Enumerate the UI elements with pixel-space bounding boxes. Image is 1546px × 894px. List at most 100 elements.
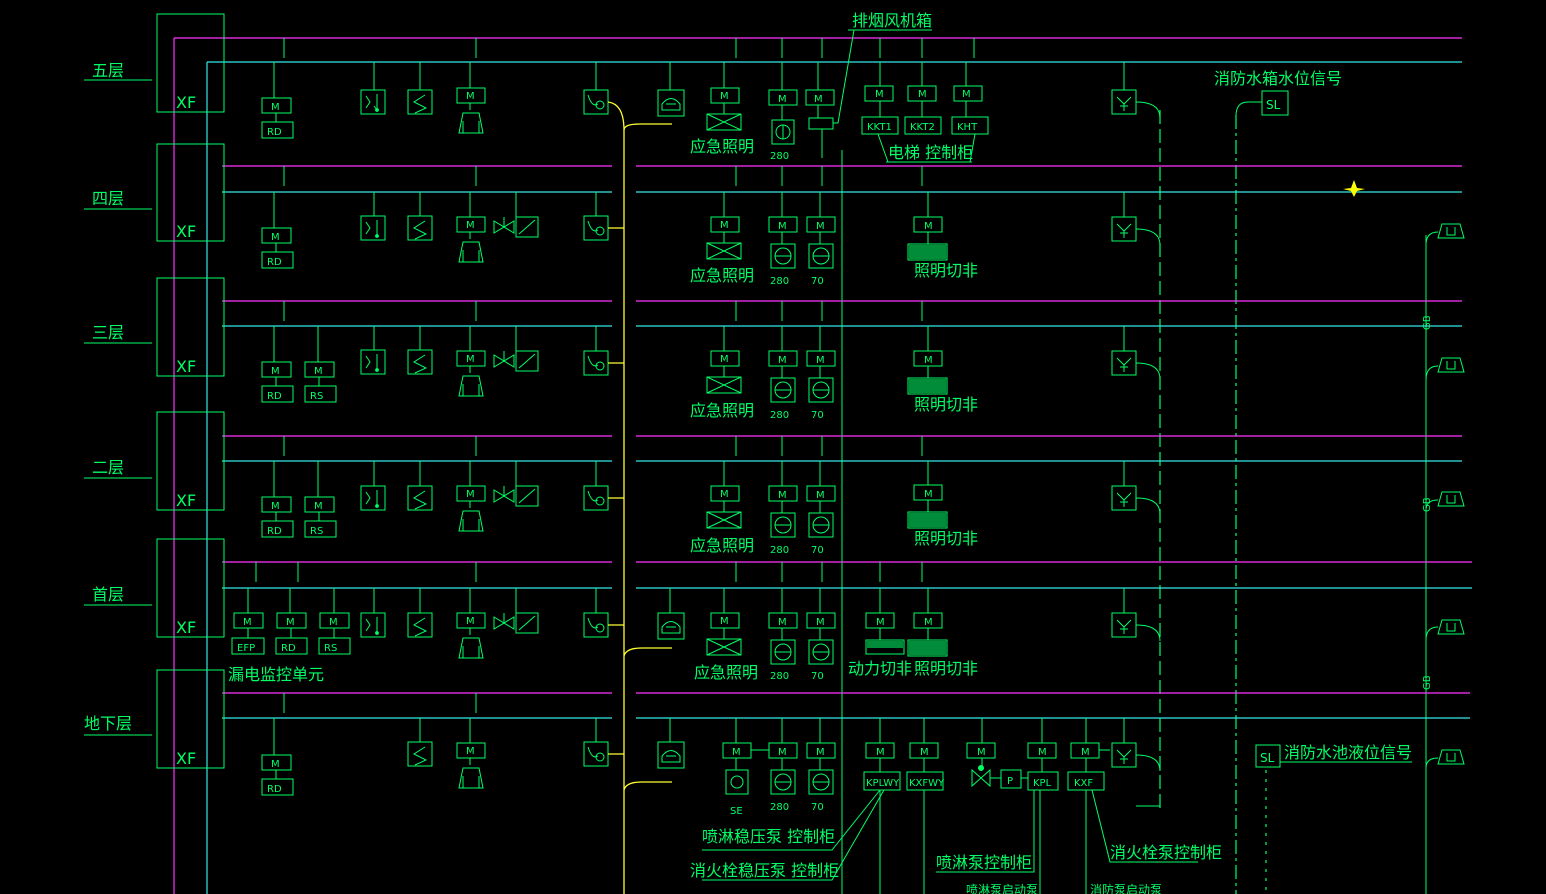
svg-text:M: M <box>732 747 741 758</box>
rd-module-4f: MRD <box>261 227 294 269</box>
svg-text:280: 280 <box>770 802 789 813</box>
drop-lines <box>247 38 1125 755</box>
alarm-bell-icon <box>456 87 486 789</box>
svg-text:M: M <box>720 616 729 627</box>
hydrant-wiring <box>607 101 672 791</box>
pump-m-labels: M M M M M <box>876 747 1090 758</box>
svg-text:70: 70 <box>811 276 824 287</box>
svg-text:GB: GB <box>1422 675 1433 690</box>
right-column: SL SL 消防水箱水位信号 消防水池液位信号 GB GB GB <box>1111 69 1465 807</box>
svg-text:M: M <box>816 221 825 232</box>
svg-text:RS: RS <box>324 643 337 654</box>
svg-text:280: 280 <box>770 410 789 421</box>
rd-module-1f: MRD <box>275 612 308 655</box>
xf-panel-2f: XF <box>156 411 225 511</box>
spray-pump-label: 喷淋泵控制柜 <box>936 853 1032 872</box>
rs-module-2f: MRS <box>304 496 337 538</box>
svg-text:M: M <box>720 91 729 102</box>
floor-label-2f: 二层 <box>84 458 152 479</box>
svg-text:280: 280 <box>770 151 789 162</box>
floor-labels: 五层 四层 三层 二层 首层 地下层 <box>84 61 152 736</box>
svg-text:SL: SL <box>1260 751 1275 765</box>
svg-text:M: M <box>778 221 787 232</box>
floor-label-5f: 五层 <box>84 61 152 81</box>
svg-text:M: M <box>466 616 475 627</box>
xf-panel-4f: XF <box>156 143 225 242</box>
svg-text:M: M <box>271 759 280 770</box>
emergency-light-label-4f: 应急照明 <box>690 266 754 285</box>
power-cut-label: 动力切非 <box>848 659 912 678</box>
svg-text:M: M <box>243 617 252 628</box>
svg-text:M: M <box>876 747 885 758</box>
smoke-fan-box-label: 排烟风机箱 <box>852 11 932 30</box>
svg-text:M: M <box>924 355 933 366</box>
svg-text:KHT: KHT <box>957 122 978 133</box>
svg-text:M: M <box>924 221 933 232</box>
svg-text:M: M <box>814 94 823 105</box>
svg-text:M: M <box>816 355 825 366</box>
svg-text:XF: XF <box>176 618 196 637</box>
floor-label-3f: 三层 <box>84 323 152 344</box>
svg-text:XF: XF <box>176 222 196 241</box>
hydrant-pump-label: 消火栓泵控制柜 <box>1110 843 1222 862</box>
bus-lines <box>174 37 1472 719</box>
rs-module-3f: MRS <box>304 361 337 403</box>
svg-text:二层: 二层 <box>92 458 124 477</box>
emergency-light-label-2f: 应急照明 <box>690 536 754 555</box>
svg-text:M: M <box>1081 747 1090 758</box>
pump-controls: M M M M M KPLWY KXFWY P KPL KXF 喷淋稳压泵 控制… <box>690 742 1222 894</box>
svg-text:RD: RD <box>267 526 282 537</box>
floor-label-4f: 四层 <box>84 189 152 210</box>
telephone-icon <box>657 89 685 769</box>
svg-text:M: M <box>466 220 475 231</box>
svg-text:XF: XF <box>176 357 196 376</box>
emergency-light-label-3f: 应急照明 <box>690 401 754 420</box>
rd-module-b1: MRD <box>261 754 294 796</box>
svg-text:M: M <box>329 617 338 628</box>
svg-text:RS: RS <box>310 391 323 402</box>
emergency-light-label-1f: 应急照明 <box>694 663 758 682</box>
emergency-lighting-column: M M M M M 应急照明 应急照明 应急照明 应急照明 应急照明 <box>690 87 758 682</box>
svg-text:M: M <box>271 501 280 512</box>
tank-level-signal-label: 消防水箱水位信号 <box>1214 69 1342 88</box>
svg-text:XF: XF <box>176 491 196 510</box>
spray-start-label: 喷淋泵启动泵 <box>966 883 1038 894</box>
svg-text:RD: RD <box>281 643 296 654</box>
xf-panel-b1: XF <box>156 669 225 769</box>
svg-text:280: 280 <box>770 545 789 556</box>
svg-text:KXF: KXF <box>1074 778 1093 789</box>
svg-text:M: M <box>466 489 475 500</box>
xf-panels: XF XF XF XF XF XF <box>156 13 225 769</box>
svg-text:M: M <box>875 89 884 100</box>
svg-text:KXFWY: KXFWY <box>909 778 945 789</box>
svg-text:M: M <box>816 617 825 628</box>
manual-alarm-button-icon <box>360 89 386 638</box>
svg-text:70: 70 <box>811 671 824 682</box>
svg-text:M: M <box>314 501 323 512</box>
svg-text:M: M <box>778 355 787 366</box>
leakage-unit-label: 漏电监控单元 <box>228 665 324 684</box>
svg-text:M: M <box>876 617 885 628</box>
svg-text:M: M <box>271 366 280 377</box>
elevator-cabinet-label: 电梯 控制柜 <box>888 143 973 162</box>
xf-panel-3f: XF <box>156 277 225 377</box>
svg-text:280: 280 <box>770 671 789 682</box>
hydrant-start-label: 消防泵启动泵 <box>1090 882 1162 894</box>
svg-text:M: M <box>1038 747 1047 758</box>
cabinet-m-labels: M M M M M M M M <box>875 89 971 628</box>
lighting-cut-label-2f: 照明切非 <box>914 529 978 548</box>
svg-text:KPL: KPL <box>1033 778 1052 789</box>
svg-text:M: M <box>816 490 825 501</box>
svg-text:M: M <box>778 490 787 501</box>
svg-text:M: M <box>778 94 787 105</box>
lighting-cut-label-1f: 照明切非 <box>914 659 978 678</box>
svg-text:RD: RD <box>267 257 282 268</box>
svg-text:KKT2: KKT2 <box>910 122 935 133</box>
svg-text:M: M <box>271 102 280 113</box>
floor-label-b1: 地下层 <box>84 714 152 736</box>
svg-text:M: M <box>977 747 986 758</box>
svg-text:GB: GB <box>1422 497 1433 512</box>
cad-cursor-icon[interactable] <box>1343 180 1365 197</box>
